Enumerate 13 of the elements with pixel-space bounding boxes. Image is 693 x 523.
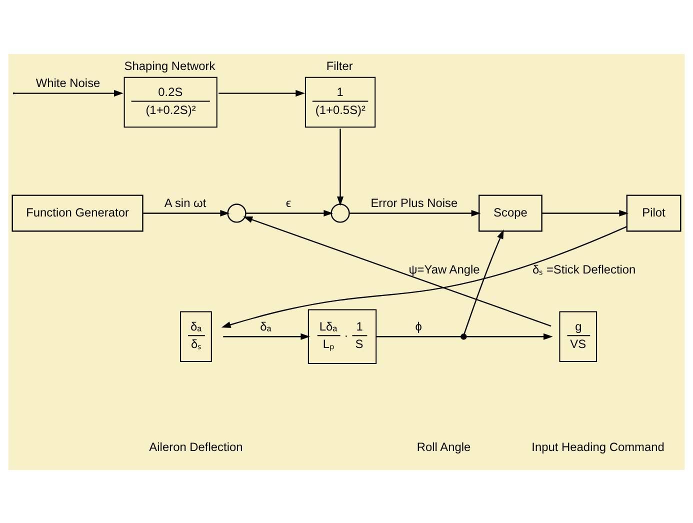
label: Input Heading Command (532, 440, 664, 454)
edge-label: ϵ (286, 195, 292, 210)
node-label: Shaping Network (124, 58, 216, 73)
node-label: Filter (326, 58, 353, 73)
edge-label: ϕ (415, 318, 422, 333)
label: Roll Angle (416, 440, 471, 454)
edge-label: δₐ (260, 318, 272, 333)
edge-label: Error Plus Noise (370, 195, 458, 210)
label: Aileron Deflection (149, 440, 243, 454)
edge-label: ψ=Yaw Angle (408, 262, 480, 276)
edge-label: A sin ωt (164, 195, 206, 210)
edge-label: White Noise (36, 75, 100, 90)
edge-label: δₛ =Stick Deflection (532, 262, 636, 276)
